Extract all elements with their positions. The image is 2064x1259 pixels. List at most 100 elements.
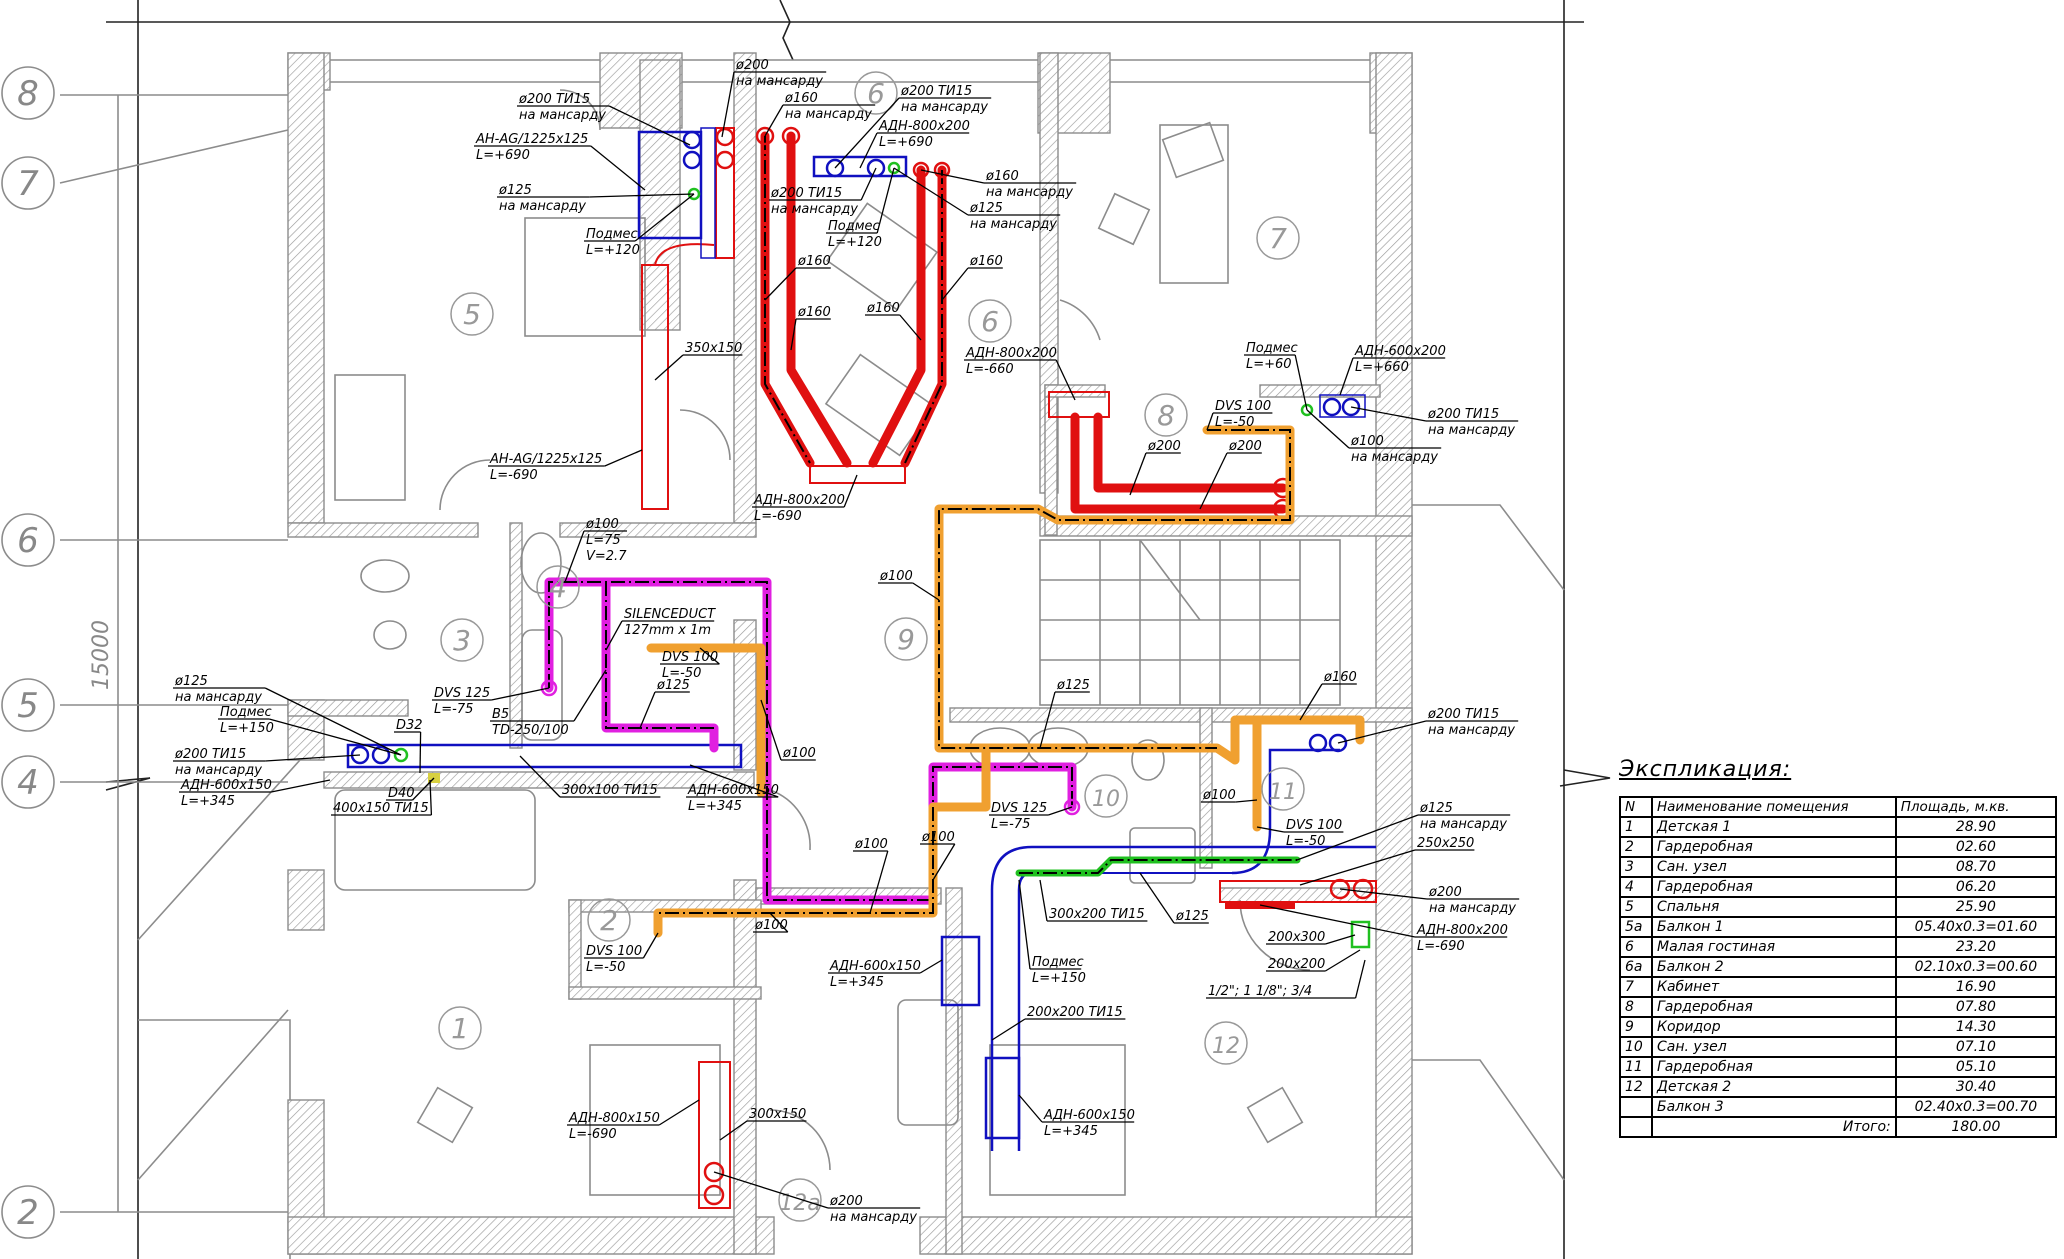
annotation-leader [1256,826,1285,833]
annotation-leader [769,912,789,933]
annotation-line: АДН-800x150 [568,1111,660,1126]
annotation-line: B5 [492,707,509,722]
annotation-line: 127mm x 1m [624,623,711,638]
annotation-leader [1337,720,1427,744]
room-number-circle [1256,216,1300,260]
annotation-line: L=-690 [569,1127,617,1142]
room-area-cell: 14.30 [1894,1016,2058,1038]
duct-annotation: ø160 [764,254,831,301]
annotation-line: DVS 100 [586,944,642,959]
annotation-line: L=+345 [830,975,884,990]
room-number-cell: 2 [1619,836,1653,858]
room-area-cell: 02.10x0.3=00.60 [1894,956,2058,978]
ducts-magenta [540,577,1081,905]
annotation-leader [265,754,361,762]
room-number-cell: 6 [1619,936,1653,958]
annotation-line: Подмес [1246,341,1298,356]
annotation-leader [760,699,782,761]
annotation-line: ø200 [1147,439,1181,454]
room-area-cell: 16.90 [1894,976,2058,998]
room-number: 4 [549,571,567,604]
duct-annotation: ø125 [639,678,690,729]
duct-annotation: ø100 [760,699,816,761]
room-area-cell: 02.60 [1894,836,2058,858]
duct-annotation: ø125 [1139,872,1209,924]
room-number-circle [450,292,494,336]
annotation-line: ø200 [1228,439,1262,454]
annotation-leader [912,582,940,601]
annotation-leader [634,193,695,242]
duct-annotation: ø160 [1299,670,1357,721]
annotation-line: на мансарду [771,202,858,217]
annotation-leader [869,850,889,914]
annotation-line: DVS 125 [434,686,490,701]
annotation-leader [1325,934,1356,945]
annotation-line: TD-250/100 [492,723,569,738]
room-area-cell: 28.90 [1894,816,2058,838]
room-number-cell: 3 [1619,856,1653,878]
annotation-line: L=+120 [586,243,640,258]
duct-annotation: 400x150 ТИ15 [331,779,433,816]
annotation-line: ø200 ТИ15 [518,92,590,107]
room-area-cell: 06.20 [1894,876,2058,898]
room-name-cell: Балкон 2 [1651,956,1897,978]
room-number-cell [1619,1096,1653,1118]
annotation-line: L=-690 [754,509,802,524]
annotation-line: ø100 [879,569,913,584]
annotation-leader [689,764,779,798]
annotation-leader [1325,949,1361,972]
annotation-line: ø100 [754,918,788,933]
annotation-line: L=+690 [476,148,530,163]
annotation-line: L=-50 [1215,415,1254,430]
annotation-line: АДН-800x200 [878,119,970,134]
room-number-circle [440,618,484,662]
annotation-line: ø160 [797,305,831,320]
annotation-line: на мансарду [519,108,606,123]
annotation-line: 350x150 [685,341,742,356]
annotation-line: L=+345 [688,799,742,814]
annotation-line: Подмес [586,227,638,242]
axis-bubble [1,678,55,732]
annotation-line: D40 [388,786,415,801]
annotation-line: ø160 [784,91,818,106]
room-name-cell: Гардеробная [1651,836,1897,858]
annotation-line: на мансарду [830,1210,917,1225]
annotation-leader [876,167,895,234]
annotation-line: ø200 ТИ15 [900,84,972,99]
walls [287,52,1413,1255]
total-value: 180.00 [1894,1116,2058,1138]
room-name-cell: Кабинет [1651,976,1897,998]
annotation-line: 300x150 [749,1107,806,1122]
room-number: 12 [1212,1034,1240,1059]
room-number-cell: 4 [1619,876,1653,898]
annotation-leader [920,169,985,184]
annotation-line: L=-690 [490,468,538,483]
annotation-line: АДН-800x200 [965,346,1057,361]
axis-bubble [1,755,55,809]
annotation-line: ø125 [969,201,1003,216]
room-number-cell: 5a [1619,916,1653,938]
annotation-line: на мансарду [1428,423,1515,438]
table-header-row: N Наименование помещения Площадь, м.кв. [1619,796,2058,818]
annotation-leader [1299,849,1416,886]
annotation-line: АДН-600x150 [180,778,272,793]
duct-annotation: ø100 [878,569,940,601]
annotation-line: на мансарду [1428,723,1515,738]
annotation-leader [1018,1094,1043,1123]
